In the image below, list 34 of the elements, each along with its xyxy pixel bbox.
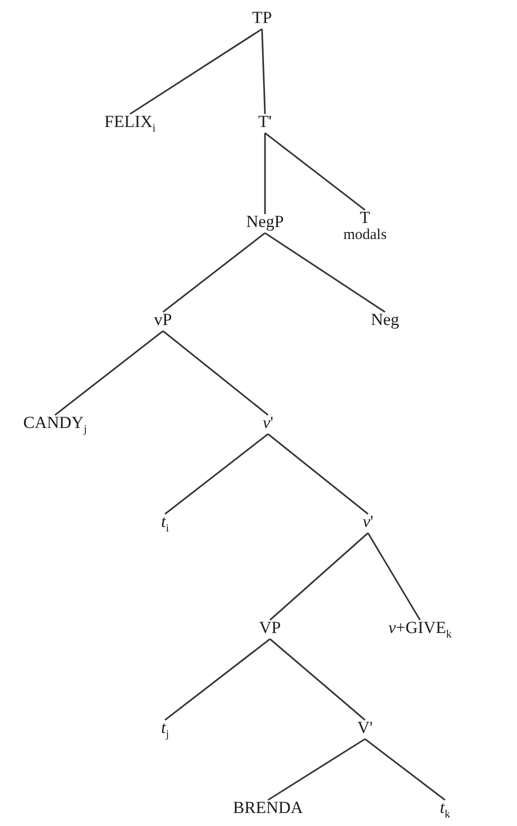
tree-branch <box>367 532 421 620</box>
tree-branch <box>364 738 446 801</box>
tree-branch <box>264 133 266 214</box>
syntax-label: V' <box>357 718 373 737</box>
syntax-label: t$_{j}$ <box>161 718 169 742</box>
syntax-label: CANDY$_{j}$ <box>23 413 87 438</box>
tree-branch <box>268 433 368 515</box>
syntax-label: TP <box>252 8 272 27</box>
tree-branch <box>269 638 366 721</box>
syntax-label: v' <box>262 413 274 432</box>
tree-branch <box>268 738 366 801</box>
syntax-label: Neg <box>370 310 400 329</box>
syntax-label: T' <box>258 112 272 131</box>
tree-branch <box>261 28 266 114</box>
tree-branch <box>130 28 262 115</box>
tree-branch <box>264 132 366 211</box>
syntax-label: BRENDA <box>233 798 303 817</box>
tree-branch <box>162 232 266 313</box>
tree-branch <box>162 330 268 416</box>
tree-branch <box>54 330 164 416</box>
syntax-label: VP <box>259 618 281 637</box>
tree-branch <box>164 433 268 515</box>
tree-branch <box>264 232 386 313</box>
syntax-label: vP <box>154 310 172 329</box>
node-annotation: modals <box>343 227 387 244</box>
syntax-label: v+GIVE$_{k}$ <box>388 618 452 642</box>
syntax-label: FELIX$_{i}$ <box>104 112 156 136</box>
syntax-label: t$_{i}$ <box>161 512 169 536</box>
syntax-label: v' <box>362 512 374 531</box>
syntax-label: NegP <box>246 212 284 231</box>
tree-branch <box>269 532 369 621</box>
syntax-label: T <box>360 208 370 227</box>
syntax-label: t$_{k}$ <box>440 798 450 822</box>
tree-branch <box>164 638 270 721</box>
